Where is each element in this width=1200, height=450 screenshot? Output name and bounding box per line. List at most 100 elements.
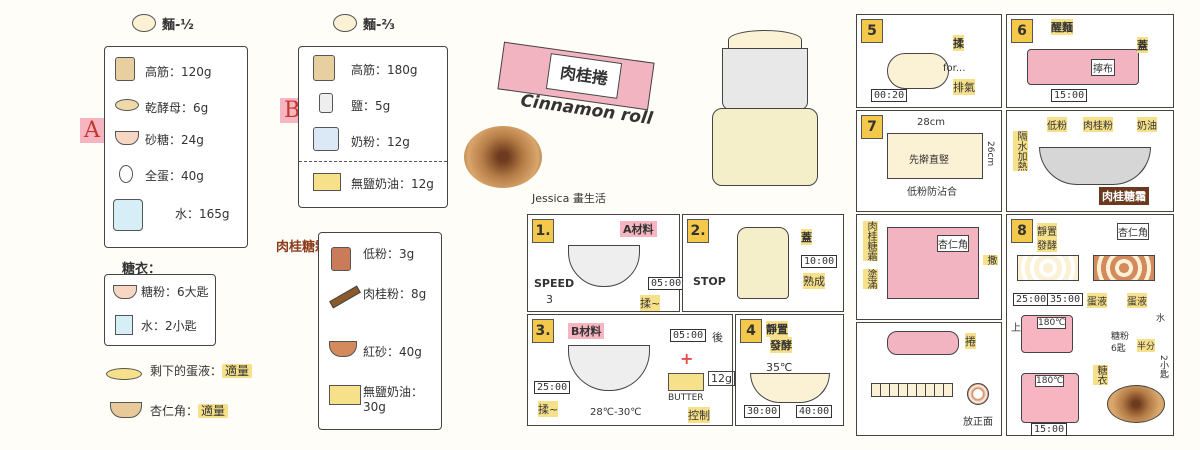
step-8-panel: 8 靜置 發酵 杏仁角 25:00 35:00 蛋液 蛋液 180℃ 上 180… bbox=[1006, 214, 1174, 436]
group-b-item-1: 高筋：180g bbox=[351, 63, 418, 77]
step-8-top: 上 bbox=[1011, 323, 1021, 334]
group-a-box: 高筋：120g 乾酵母：6g 砂糖：24g 全蛋：40g 水：165g bbox=[104, 46, 248, 248]
step-3-butter-amount: 12g bbox=[708, 371, 735, 386]
credit: Jessica 畫生活 bbox=[532, 192, 606, 205]
step-5-timer: 00:20 bbox=[871, 89, 908, 102]
step-3-butter: BUTTER bbox=[668, 393, 704, 403]
hand-dough-icon bbox=[887, 53, 949, 89]
step-3-plus: + bbox=[680, 349, 694, 368]
icing-box: 糖粉：6大匙 水：2小匙 bbox=[104, 274, 216, 346]
step-5-knead: 揉 bbox=[953, 35, 964, 51]
step-1-panel: 1. A材料 SPEED 3 05:00 揉~ bbox=[527, 214, 685, 312]
group-b-butter: 無鹽奶油：12g bbox=[351, 177, 434, 191]
egg-icon bbox=[119, 165, 133, 183]
bread-machine-small-icon bbox=[737, 227, 789, 299]
icing-title: 糖衣： bbox=[122, 262, 162, 277]
step-8-ferment: 發酵 bbox=[1037, 237, 1057, 252]
cinnamon-filling-box: 低粉：3g 肉桂粉：8g 紅砂：40g 無鹽奶油：30g bbox=[318, 232, 442, 430]
step-7d-panel: 捲 放正面 bbox=[856, 322, 1002, 436]
step-3-after: 後 bbox=[712, 331, 723, 344]
step-1-speed-value: 3 bbox=[546, 293, 553, 306]
dough-portion-label: 麵-½ bbox=[162, 18, 194, 33]
mixing-bowl-icon bbox=[568, 245, 640, 287]
step-7-filling-side: 肉桂糖霜 bbox=[863, 221, 878, 261]
cinnamon-stick-icon bbox=[329, 285, 361, 309]
dough-tray-icon bbox=[1027, 49, 1139, 85]
flour-bag-icon-b bbox=[313, 55, 335, 81]
dough-ball-icon bbox=[132, 14, 156, 32]
step-3-timer-2: 05:00 bbox=[670, 329, 707, 342]
sugar-bowl-icon bbox=[115, 131, 139, 145]
step-5-panel: 5 揉 for... 排氣 00:20 bbox=[856, 14, 1002, 108]
mixing-bowl-icon-3 bbox=[568, 345, 650, 391]
group-b-item-2: 鹽：5g bbox=[351, 99, 391, 113]
step-1-knead: 揉~ bbox=[640, 295, 661, 311]
water-cup-icon bbox=[115, 315, 133, 335]
step-6-timer: 15:00 bbox=[1051, 89, 1088, 102]
step-8-half: 半分 bbox=[1137, 339, 1156, 352]
icing-item-2: 水：2小匙 bbox=[141, 319, 197, 333]
oven-icon-2 bbox=[1021, 373, 1079, 423]
step-5-deflate: 排氣 bbox=[953, 79, 975, 95]
yeast-spoon-icon bbox=[115, 99, 139, 111]
flour-bag-icon-c bbox=[331, 247, 351, 271]
step-8-oven-temp: 180℃ bbox=[1037, 317, 1067, 329]
step-8-six-spoons: 6匙 bbox=[1111, 344, 1126, 354]
step-7-width: 28cm bbox=[917, 117, 945, 128]
step-7c-panel: 肉桂糖霜 杏仁角 撒 塗滿 bbox=[856, 214, 1002, 320]
step-2-cover: 蓋 bbox=[801, 229, 812, 245]
step-8-icing: 糖衣 bbox=[1093, 365, 1108, 385]
step-4-ferment: 發酵 bbox=[770, 337, 792, 353]
filling-item-3: 紅砂：40g bbox=[363, 345, 422, 359]
step-2-number: 2. bbox=[687, 219, 709, 243]
step-6-panel: 6 醒麵 蓋 擰布 15:00 bbox=[1006, 14, 1174, 108]
step-2-stop: STOP bbox=[693, 275, 726, 288]
group-a-item-5: 水：165g bbox=[175, 207, 230, 221]
egg-wash-icon bbox=[106, 368, 142, 380]
step-8-rest: 靜置 bbox=[1037, 223, 1057, 238]
spiral-roll-icon bbox=[967, 383, 989, 405]
step-8-egg-wash: 蛋液 bbox=[1087, 293, 1107, 308]
step-4-number: 4 bbox=[740, 319, 762, 343]
step-8-powdered-sugar: 糖粉 bbox=[1111, 332, 1130, 342]
step-3-temp: 28℃-30℃ bbox=[590, 407, 642, 418]
step-7b-panel: 隔水加熱 低粉 肉桂粉 奶油 肉桂糖霜 bbox=[1006, 110, 1174, 212]
powdered-sugar-bowl-icon bbox=[113, 285, 137, 299]
step-8-egg-wash-2: 蛋液 bbox=[1127, 293, 1147, 308]
step-2-panel: 2. 蓋 STOP 10:00 熟成 bbox=[682, 214, 844, 312]
dough-bowl-icon bbox=[750, 373, 830, 403]
finished-roll-icon bbox=[1107, 385, 1165, 423]
step-3-label-b: B材料 bbox=[568, 323, 605, 339]
step-1-number: 1. bbox=[532, 219, 554, 243]
step-8-timer-3: 15:00 bbox=[1031, 423, 1068, 436]
step-7-spread: 塗滿 bbox=[863, 269, 878, 289]
butter-block-icon-c bbox=[329, 385, 361, 405]
step-3-number: 3. bbox=[532, 319, 554, 343]
step-2-timer: 10:00 bbox=[801, 255, 838, 268]
step-5-number: 5 bbox=[861, 19, 883, 43]
step-5-for: for... bbox=[943, 63, 966, 74]
step-4-timer: 30:00 bbox=[744, 405, 781, 418]
step-3-panel: 3. B材料 25:00 揉~ 28℃-30℃ 05:00 後 + 12g BU… bbox=[527, 314, 735, 426]
icing-item-1: 糖粉：6大匙 bbox=[141, 285, 209, 299]
filling-item-2: 肉桂粉：8g bbox=[363, 287, 427, 301]
extra-egg-wash: 剩下的蛋液：適量 bbox=[150, 362, 253, 379]
step-7-panel: 7 28cm 26cm 先擀直竪 低粉防沾合 bbox=[856, 110, 1002, 212]
cut-slices-icon bbox=[871, 383, 953, 397]
group-a-item-4: 全蛋：40g bbox=[145, 169, 204, 183]
step-6-rest: 醒麵 bbox=[1051, 19, 1073, 35]
salt-shaker-icon bbox=[319, 93, 333, 113]
rolling-log-icon bbox=[887, 331, 959, 355]
step-7-face-up: 放正面 bbox=[963, 417, 993, 428]
flour-bag-icon bbox=[115, 57, 135, 81]
step-7-roll-note: 先擀直竪 bbox=[909, 155, 949, 166]
water-jug-icon bbox=[113, 199, 143, 231]
step-3-timer: 25:00 bbox=[534, 381, 571, 394]
step-4-rest: 靜置 bbox=[766, 321, 788, 337]
group-a-item-1: 高筋：120g bbox=[145, 65, 212, 79]
cinnamon-roll-photo bbox=[464, 126, 542, 188]
step-8-almond: 杏仁角 bbox=[1117, 223, 1149, 240]
step-7-flour-note: 低粉防沾合 bbox=[907, 187, 957, 198]
step-8-number: 8 bbox=[1011, 219, 1033, 243]
step-3-knead: 揉~ bbox=[538, 401, 559, 417]
